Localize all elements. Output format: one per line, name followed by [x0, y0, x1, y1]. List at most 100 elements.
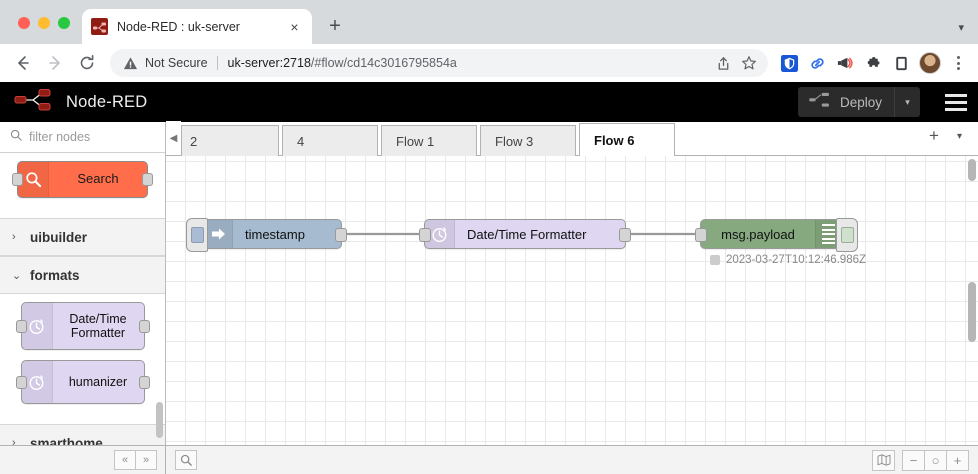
flow-tab-flow-6[interactable]: Flow 6	[579, 123, 675, 156]
palette-category-uibuilder[interactable]: › uibuilder	[0, 218, 165, 256]
flow-node-label: timestamp	[245, 226, 305, 242]
palette-vertical-scrollbar[interactable]	[156, 402, 163, 438]
node-input-port[interactable]	[15, 319, 27, 333]
node-red-header: Node-RED Deploy ▾	[0, 82, 978, 122]
zoom-in-button[interactable]: +	[946, 449, 969, 471]
browser-tab-title: Node-RED : uk-server	[117, 19, 240, 34]
node-output-port[interactable]	[138, 319, 150, 333]
close-window-button[interactable]	[18, 17, 30, 29]
filter-nodes-input[interactable]	[29, 130, 155, 144]
square-extension-icon[interactable]	[888, 49, 914, 77]
security-status-text: Not Secure	[145, 56, 218, 70]
deploy-main-area[interactable]: Deploy	[798, 87, 894, 117]
node-output-port[interactable]	[142, 173, 153, 186]
palette-node-label: Date/Time Formatter	[69, 311, 127, 340]
node-input-port[interactable]	[419, 228, 431, 242]
flow-node-status: 2023-03-27T10:12:46.986Z	[710, 254, 866, 266]
chevron-right-icon: ›	[12, 231, 16, 243]
zoom-reset-button[interactable]: ○	[924, 449, 947, 471]
flow-node-msg-payload[interactable]: msg.payload	[695, 218, 858, 252]
back-button[interactable]	[8, 48, 38, 78]
palette-category-label: uibuilder	[30, 229, 87, 245]
inject-trigger-button[interactable]	[186, 218, 208, 252]
search-flows-button[interactable]	[175, 450, 197, 470]
palette-node-search[interactable]: Search	[12, 161, 153, 198]
clock-icon	[21, 303, 53, 349]
palette-filter[interactable]	[0, 122, 165, 153]
shield-extension-icon[interactable]	[776, 49, 802, 77]
node-red-logo-icon	[14, 87, 56, 118]
flow-node-date-time-formatter[interactable]: Date/Time Formatter	[419, 219, 631, 249]
node-red-logo[interactable]: Node-RED	[14, 87, 798, 118]
minimize-window-button[interactable]	[38, 17, 50, 29]
zoom-out-button[interactable]: −	[902, 449, 925, 471]
main-menu-icon[interactable]	[934, 82, 978, 122]
node-red-title: Node-RED	[66, 92, 148, 111]
tab-list-chevron-down-icon[interactable]: ▾	[958, 22, 964, 34]
flow-tab-flow-1[interactable]: Flow 1	[381, 125, 477, 156]
profile-avatar[interactable]	[919, 52, 941, 74]
footer-workspace-controls: − ○ +	[166, 449, 978, 471]
window-traffic-lights	[0, 17, 82, 44]
deploy-label: Deploy	[839, 94, 882, 110]
palette-node-humanizer[interactable]: humanizer	[15, 360, 150, 404]
bookmark-star-icon[interactable]	[736, 50, 762, 76]
deploy-chevron-down-icon[interactable]: ▾	[894, 87, 920, 117]
node-output-port[interactable]	[335, 228, 347, 242]
arrow-right-icon	[203, 220, 233, 248]
node-input-port[interactable]	[695, 228, 707, 242]
node-output-port[interactable]	[619, 228, 631, 242]
clock-icon	[21, 361, 53, 403]
palette-node-date-time-formatter[interactable]: Date/Time Formatter	[15, 302, 150, 350]
reload-button[interactable]	[72, 48, 102, 78]
collapse-all-categories-button[interactable]: «	[114, 450, 136, 470]
deploy-button[interactable]: Deploy ▾	[797, 87, 920, 117]
megaphone-extension-icon[interactable]	[832, 49, 858, 77]
deploy-icon	[809, 92, 831, 113]
browser-menu-icon[interactable]	[946, 49, 970, 77]
flow-tab-2[interactable]: 2	[181, 125, 279, 156]
forward-button[interactable]	[40, 48, 70, 78]
link-extension-icon[interactable]	[804, 49, 830, 77]
flow-tab-flow-3[interactable]: Flow 3	[480, 125, 576, 156]
zoom-controls: − ○ +	[872, 449, 969, 471]
add-flow-button[interactable]: +	[929, 126, 939, 145]
palette-category-label: formats	[30, 267, 80, 283]
footer-palette-controls: « »	[0, 446, 166, 474]
expand-all-categories-button[interactable]: »	[135, 450, 157, 470]
node-output-port[interactable]	[138, 375, 150, 389]
not-secure-warning-icon	[123, 56, 138, 71]
flow-node-timestamp[interactable]: timestamp	[186, 218, 347, 252]
browser-toolbar: Not Secure uk-server:2718/#flow/cd14c301…	[0, 44, 978, 82]
address-bar[interactable]: Not Secure uk-server:2718/#flow/cd14c301…	[110, 49, 768, 77]
puzzle-extension-icon[interactable]	[860, 49, 886, 77]
browser-tab[interactable]: Node-RED : uk-server ×	[82, 9, 312, 44]
search-icon	[10, 128, 22, 146]
node-input-port[interactable]	[15, 375, 27, 389]
tab-scroll-left-icon[interactable]: ◀	[166, 121, 181, 155]
status-text: 2023-03-27T10:12:46.986Z	[726, 254, 867, 266]
node-red-body: Search › uibuilder ⌄ formats	[0, 121, 978, 474]
flow-canvas[interactable]: timestamp Date/Time Formatter	[166, 156, 978, 474]
flow-tab-4[interactable]: 4	[282, 125, 378, 156]
status-dot-icon	[710, 255, 720, 265]
share-icon[interactable]	[710, 50, 736, 76]
node-red-favicon-icon	[91, 18, 108, 35]
flow-list-chevron-down-icon[interactable]: ▾	[956, 130, 962, 142]
node-input-port[interactable]	[12, 173, 23, 186]
flow-tab-actions: + ▾	[678, 121, 978, 155]
palette-category-formats[interactable]: ⌄ formats	[0, 256, 165, 294]
new-tab-button[interactable]: +	[329, 14, 341, 37]
close-tab-icon[interactable]: ×	[290, 18, 299, 35]
navigator-icon[interactable]	[872, 449, 895, 471]
node-red-footer: « » − ○ +	[0, 445, 978, 474]
chevron-right-icon: ›	[12, 437, 16, 449]
flow-node-label: msg.payload	[721, 226, 795, 242]
workspace-vertical-scrollbar[interactable]	[968, 282, 976, 342]
canvas-vertical-scrollbar[interactable]	[968, 159, 976, 181]
debug-toggle-button[interactable]	[836, 218, 858, 252]
maximize-window-button[interactable]	[58, 17, 70, 29]
palette-scroll-area: Search › uibuilder ⌄ formats	[0, 153, 165, 474]
browser-tabstrip: Node-RED : uk-server × + ▾	[0, 0, 978, 44]
